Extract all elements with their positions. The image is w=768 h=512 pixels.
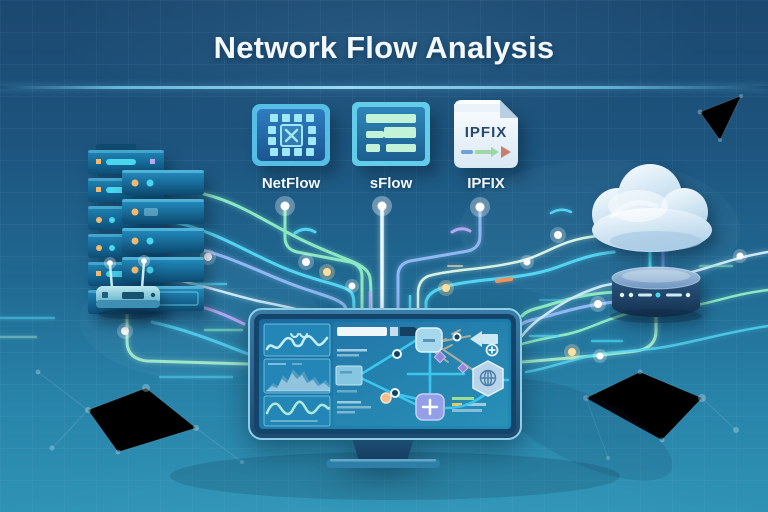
monitor-base [326, 459, 440, 468]
folded-corner [500, 100, 518, 118]
topology-alert-dot [380, 392, 392, 404]
arrow-icon [470, 331, 498, 347]
monitor-icon [248, 308, 522, 468]
page-title: Network Flow Analysis [213, 30, 555, 65]
monitor-stand [352, 438, 414, 461]
monitor-cast-shadow [497, 379, 673, 481]
traffic-curve-chart-widget [263, 323, 331, 357]
traffic-wave-chart-widget [263, 395, 331, 427]
gradient-arrow [461, 146, 511, 158]
server-rack-front-icon [122, 170, 204, 311]
plus-circle-icon [485, 343, 499, 357]
flow-topology-widget [333, 322, 510, 426]
topology-node-exporter [335, 365, 363, 386]
topology-search-box [337, 327, 387, 336]
cloud-icon [592, 164, 712, 252]
ipfix-icon [454, 100, 518, 168]
globe-icon [479, 369, 497, 387]
monitor-ground-shadow [170, 452, 620, 500]
traffic-area-chart-widget [263, 358, 331, 394]
network-switch-icon [610, 266, 702, 323]
wireless-router-icon [96, 255, 160, 319]
netflow-icon [252, 104, 330, 166]
sflow-label: sFlow [369, 175, 413, 192]
sflow-icon [352, 102, 430, 166]
ipfix-label: IPFIX [467, 175, 505, 192]
ipfix-document-text: IPFIX [464, 124, 508, 141]
flow-glow-dots [117, 196, 747, 363]
netflow-label: NetFlow [261, 175, 321, 192]
title-divider [0, 86, 768, 89]
